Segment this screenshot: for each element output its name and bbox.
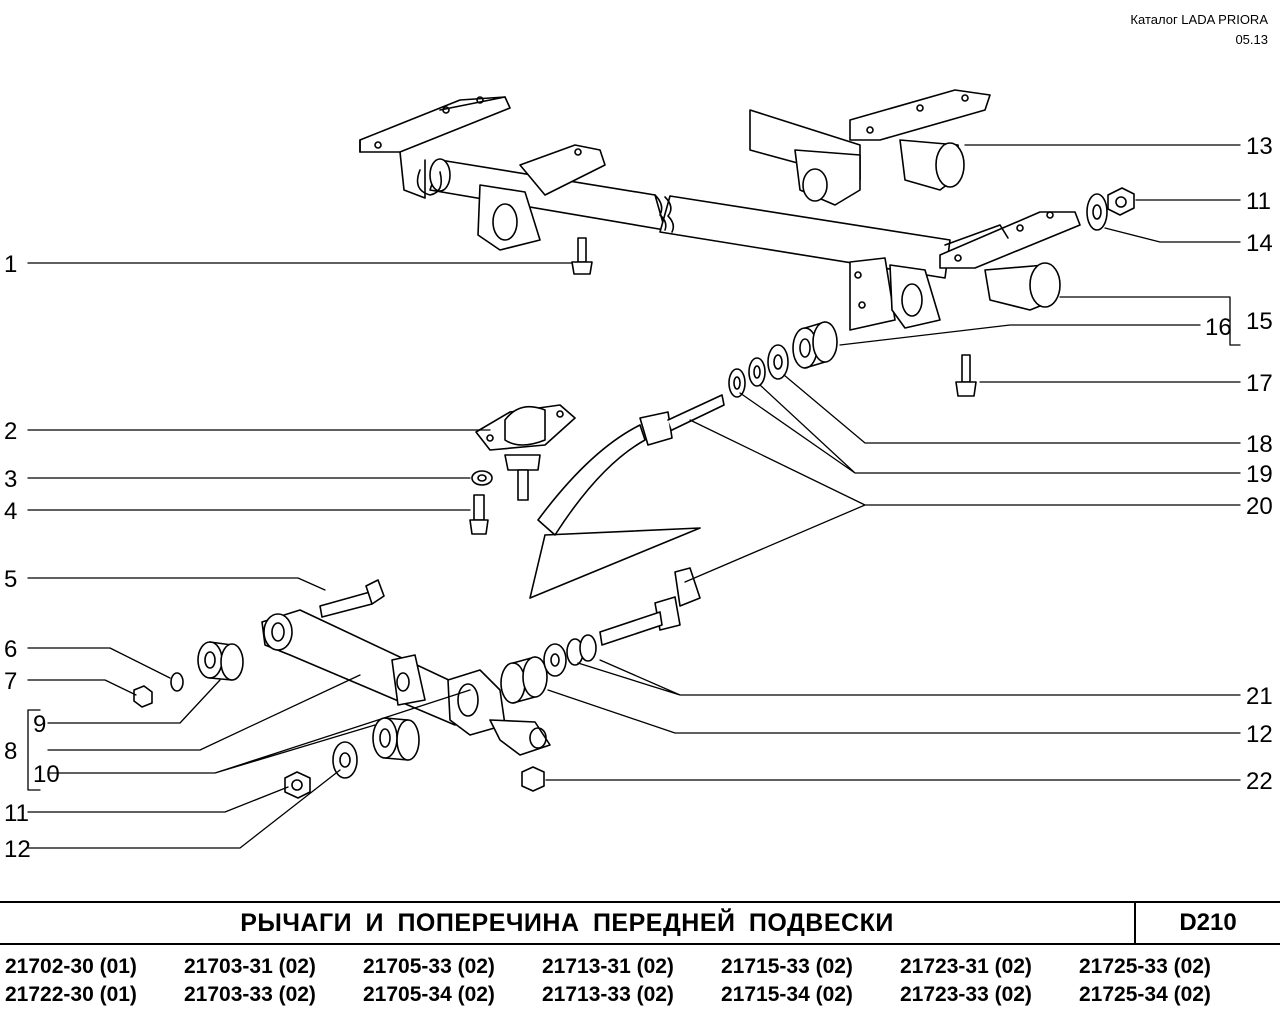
model-code: 21725-34 (02) [1079,983,1211,1006]
model-code: 21703-33 (02) [184,983,316,1006]
model-code: 21705-33 (02) [363,955,495,978]
catalog-header: Каталог LADA PRIORA [1130,12,1268,27]
page-title: РЫЧАГИ И ПОПЕРЕЧИНА ПЕРЕДНЕЙ ПОДВЕСКИ [240,909,894,937]
model-code: 21722-30 (01) [5,983,137,1006]
bushing-16 [792,321,838,369]
callout-right-11: 11 [1246,188,1271,215]
model-code: 21715-34 (02) [721,983,853,1006]
title-bar: РЫЧАГИ И ПОПЕРЕЧИНА ПЕРЕДНЕЙ ПОДВЕСКИ D2… [0,901,1280,945]
callout-right-15: 15 [1246,308,1273,335]
model-code: 21723-31 (02) [900,955,1032,978]
washer-3 [471,470,493,486]
nut-11-upper [1107,187,1135,216]
nut-11-lower [284,771,311,799]
washers-21 [543,634,597,677]
model-code: 21715-33 (02) [721,955,853,978]
callout-left-10: 10 [33,761,60,788]
callout-right-16: 16 [1205,314,1232,341]
callout-right-21: 21 [1246,683,1273,710]
callout-right-17: 17 [1246,370,1273,397]
model-code: 21713-31 (02) [542,955,674,978]
callout-labels: 1 2 3 4 5 6 7 9 8 10 11 12 13 11 14 15 1… [4,133,1273,863]
callout-left-1: 1 [4,251,17,278]
ball-joint-2 [475,404,576,501]
bushing-9 [197,641,244,681]
catalog-date: 05.13 [1235,32,1268,47]
bolt-5 [319,579,385,618]
exploded-parts-diagram: 1 2 3 4 5 6 7 9 8 10 11 12 13 11 14 15 1… [4,89,1273,863]
model-row-1: 21702-30 (01) 21703-31 (02) 21705-33 (02… [0,955,1280,983]
callout-right-12: 12 [1246,721,1273,748]
callout-left-7: 7 [4,668,17,695]
model-row-2: 21722-30 (01) 21703-33 (02) 21705-34 (02… [0,983,1280,1011]
callout-left-2: 2 [4,418,17,445]
callout-left-3: 3 [4,466,17,493]
leader-lines [27,144,1241,849]
model-code: 21703-31 (02) [184,955,316,978]
model-code: 21723-33 (02) [900,983,1032,1006]
mount-bracket-13 [749,89,991,206]
model-code: 21725-33 (02) [1079,955,1211,978]
washer-12-lower [332,741,358,779]
callout-right-22: 22 [1246,768,1273,795]
callout-right-18: 18 [1246,431,1273,458]
washer-14 [1086,193,1108,231]
bushing-10 [372,717,420,761]
washers-18-19 [728,344,789,398]
callout-left-4: 4 [4,498,17,525]
bolt-17 [955,354,977,397]
callout-right-20: 20 [1246,493,1273,520]
callout-left-8: 8 [4,738,17,765]
crossmember [359,96,1081,331]
callout-right-19: 19 [1246,461,1273,488]
callout-left-5: 5 [4,566,17,593]
callout-left-6: 6 [4,636,17,663]
model-list: 21702-30 (01) 21703-31 (02) 21705-33 (02… [0,955,1280,1011]
bolt-1 [571,237,593,275]
nut-22 [521,766,545,792]
lower-arm-8 [261,609,551,756]
callout-right-14: 14 [1246,230,1273,257]
callout-right-13: 13 [1246,133,1273,160]
washer-6 [170,672,184,692]
callout-left-12: 12 [4,836,31,863]
callout-left-9: 9 [33,711,46,738]
model-code: 21713-33 (02) [542,983,674,1006]
page-code: D210 [1134,903,1280,943]
model-code: 21705-34 (02) [363,983,495,1006]
bushing-12-mid [500,656,548,704]
callout-left-11: 11 [4,800,29,827]
nut-7 [133,685,153,708]
stabilizer-bar-20 [529,394,725,646]
model-code: 21702-30 (01) [5,955,137,978]
bolt-4 [469,494,489,535]
